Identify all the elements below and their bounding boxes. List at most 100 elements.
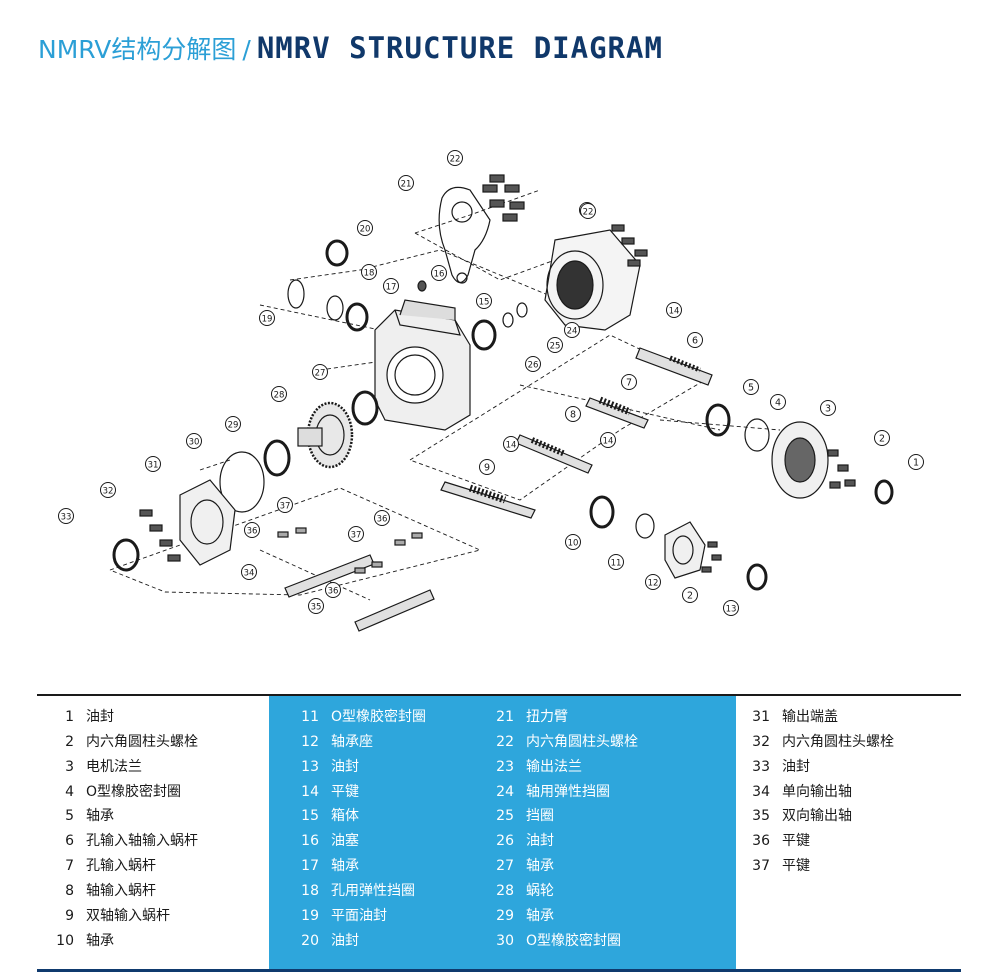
callout-32: 32 [100,482,116,498]
svg-text:19: 19 [262,315,273,325]
svg-text:21: 21 [401,180,412,190]
callout-3: 3 [820,400,836,416]
callout-13: 13 [723,600,739,616]
svg-text:16: 16 [434,270,445,280]
gearbox-housing-part [374,299,471,431]
callout-28: 28 [271,386,287,402]
callout-25: 25 [547,337,563,353]
svg-text:3: 3 [825,404,831,415]
callout-18: 18 [361,264,377,280]
callout-2: 2 [682,587,698,603]
svg-text:30: 30 [189,438,200,448]
svg-text:26: 26 [528,361,539,371]
svg-text:2: 2 [879,434,885,445]
svg-text:14: 14 [603,437,614,447]
svg-text:28: 28 [274,391,285,401]
callout-7: 7 [621,374,637,390]
callout-20: 20 [357,220,373,236]
svg-text:7: 7 [626,378,632,389]
callout-36: 36 [374,510,390,526]
bearing-seat-part [664,521,722,579]
svg-text:25: 25 [550,342,561,352]
title-separator: / [242,35,251,64]
callout-30: 30 [186,433,202,449]
callout-19: 19 [259,310,275,326]
callout-34: 34 [241,564,257,580]
svg-text:14: 14 [669,307,680,317]
callout-9: 9 [479,459,495,475]
svg-text:15: 15 [479,298,490,308]
callout-14: 14 [666,302,682,318]
exploded-view-diagram: 1234567891011121314151617181920212223242… [58,150,924,632]
svg-text:34: 34 [244,569,255,579]
title-chinese: NMRV结构分解图 [38,35,237,64]
callout-37: 37 [348,526,364,542]
svg-text:33: 33 [61,513,72,523]
svg-text:36: 36 [247,527,258,537]
svg-text:18: 18 [364,269,375,279]
diagram-artwork [109,174,894,632]
callout-21: 21 [398,175,414,191]
callout-36: 36 [244,522,260,538]
callout-26: 26 [525,356,541,372]
callout-29: 29 [225,416,241,432]
callout-27: 27 [312,364,328,380]
callout-6: 6 [687,332,703,348]
svg-text:35: 35 [311,603,322,613]
svg-text:10: 10 [568,539,579,549]
svg-text:31: 31 [148,461,159,471]
svg-text:37: 37 [351,531,362,541]
svg-text:37: 37 [280,502,291,512]
table-top-rule [37,694,961,696]
svg-text:4: 4 [775,398,781,409]
table-highlight-band [269,696,736,969]
callout-4: 4 [770,394,786,410]
seals-bearings [112,239,894,591]
callout-11: 11 [608,554,624,570]
callout-15: 15 [476,293,492,309]
callout-14: 14 [600,432,616,448]
callout-5: 5 [743,379,759,395]
svg-text:1: 1 [913,458,919,469]
svg-text:22: 22 [583,208,594,218]
callout-14: 14 [503,436,519,452]
output-end-cover-part [139,479,236,566]
svg-text:2: 2 [687,591,693,602]
svg-text:12: 12 [648,579,659,589]
torque-arm-part [438,186,491,284]
top-bolts [482,174,525,222]
svg-text:6: 6 [692,336,698,347]
callout-22: 22 [580,203,596,219]
output-flange-part [544,224,648,331]
callout-2: 2 [874,430,890,446]
callout-22: 22 [447,150,463,166]
